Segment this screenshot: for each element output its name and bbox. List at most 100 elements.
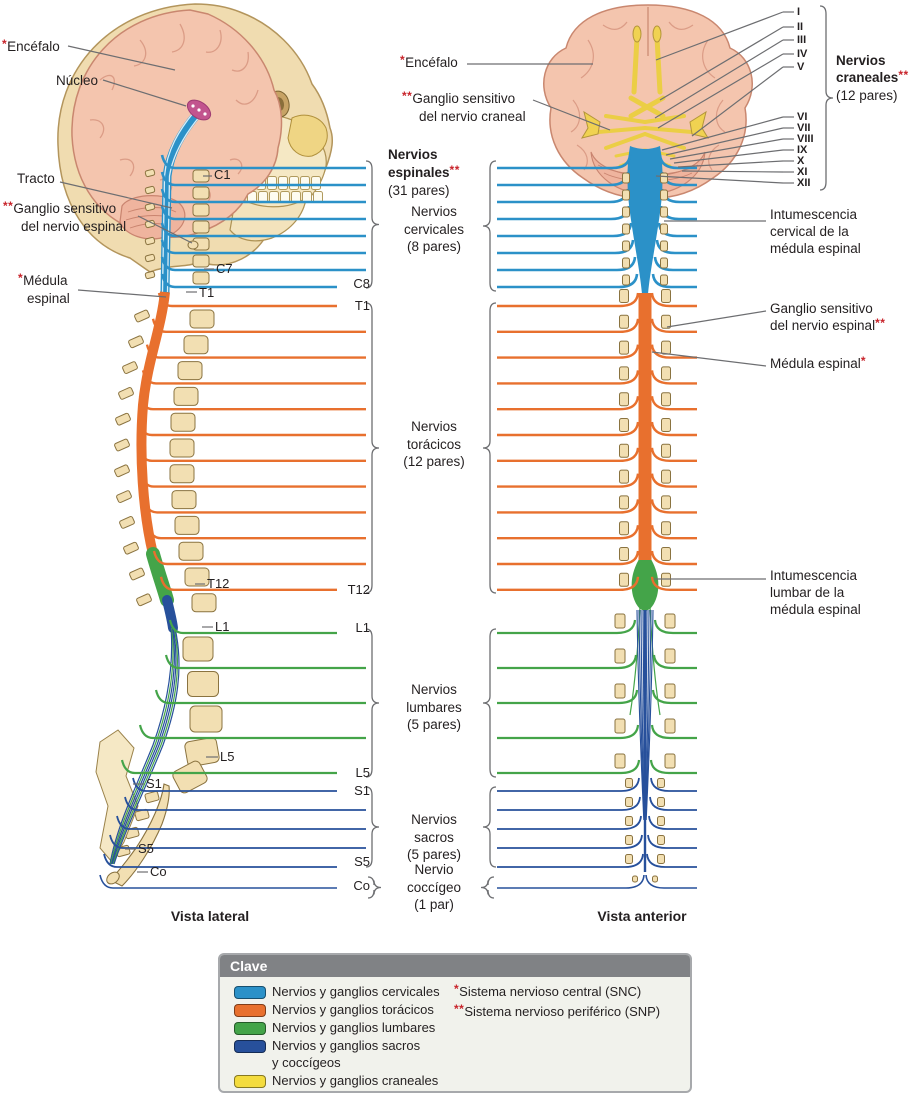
label-nervios-espinales: Nervios espinales** (31 pares) [384, 146, 488, 200]
cranial-numeral-9: IX [797, 144, 808, 156]
label-intumescencia-lumbar: Intumescencia lumbar de la médula espina… [770, 568, 861, 617]
label-line: (31 pares) [388, 183, 450, 198]
leader-lines [59, 45, 767, 580]
legend-note-snc: *Sistema nervioso central (SNC) [454, 982, 642, 999]
cord-thoracic-anterior [638, 293, 652, 561]
legend-header: Clave [220, 955, 690, 977]
legend-item-lumbares: Nervios y ganglios lumbares [272, 1020, 436, 1035]
spinal-ganglion-lateral [187, 240, 199, 250]
cranial-numeral-2: II [797, 21, 804, 33]
legend-item-toracicos: Nervios y ganglios torácicos [272, 1002, 434, 1017]
label-line: **Ganglio sensitivo [402, 89, 516, 106]
caption-vista-anterior: Vista anterior [597, 908, 687, 924]
label-intumescencia-cervical: Intumescencia cervical de la médula espi… [770, 207, 861, 256]
lumbar-enlargement-anterior [631, 560, 659, 611]
label-ganglio-craneal: **Ganglio sensitivo del nervio craneal [402, 89, 526, 125]
label-encefalo-anterior: *Encéfalo [400, 53, 458, 70]
level-l1: L1 [215, 619, 230, 634]
mid-level-c8: C8 [353, 276, 370, 291]
legend-note-snp: **Sistema nervioso periférico (SNP) [454, 1002, 661, 1019]
label-tracto: Tracto [17, 170, 55, 187]
mid-level-s5: S5 [354, 854, 370, 869]
caption-vista-lateral: Vista lateral [170, 908, 250, 924]
cranial-numeral-1: I [797, 6, 801, 18]
label-text: Encéfalo [7, 39, 60, 54]
mid-level-l1: L1 [355, 620, 370, 635]
label-line: espinales** [388, 162, 460, 180]
label-line: **Ganglio sensitivo [3, 199, 117, 216]
label-line: *Médula [18, 271, 68, 288]
snp-asterisks: ** [449, 162, 460, 177]
cranial-numeral-leaders [654, 11, 794, 184]
cranial-numeral-5: V [797, 61, 805, 73]
label-text: Núcleo [56, 73, 99, 88]
label-encefalo-lateral: *Encéfalo [2, 37, 60, 56]
brain-gyri [570, 21, 726, 171]
cranial-numeral-6: VI [797, 111, 808, 123]
swatch-lumbares [234, 1022, 266, 1035]
snp-asterisks: ** [875, 316, 886, 330]
coccyx [106, 871, 120, 885]
label-line: del nervio espinal** [770, 316, 886, 333]
cranial-numeral-3: III [797, 34, 807, 46]
lateral-nerve-lines [99, 154, 366, 889]
level-s1: S1 [146, 776, 162, 791]
mid-level-t1: T1 [354, 298, 370, 313]
level-l5: L5 [220, 749, 235, 764]
legend-item-cervicales: Nervios y ganglios cervicales [272, 984, 440, 999]
level-dashes [125, 175, 218, 873]
label-line: espinal [27, 291, 70, 306]
level-s5: S5 [138, 841, 154, 856]
swatch-sacros [234, 1040, 266, 1053]
mid-level-l5: L5 [355, 765, 370, 780]
label-line: del nervio espinal [21, 219, 127, 234]
level-t1: T1 [199, 285, 215, 300]
label-line: craneales** [836, 68, 909, 85]
cranial-numeral-10: X [797, 155, 805, 167]
snp-asterisks: ** [3, 199, 14, 213]
mid-level-co: Co [353, 878, 370, 893]
level-t12: T12 [207, 576, 230, 591]
cervical-enlargement [627, 146, 663, 294]
level-co: Co [150, 864, 167, 879]
legend-item-craneales: Nervios y ganglios craneales [272, 1073, 439, 1088]
legend-box: Clave Nervios y ganglios cervicales Nerv… [218, 953, 692, 1093]
snc-asterisk: * [454, 982, 460, 996]
label-line: Nervios [388, 147, 438, 162]
cranial-numeral-12: XII [797, 177, 811, 189]
label-text: Tracto [17, 171, 55, 186]
spinal-ganglia [614, 172, 676, 883]
label-medula-lateral: *Médula espinal [18, 271, 70, 307]
swatch-toracicos [234, 1004, 266, 1017]
swatch-cervicales [234, 986, 266, 999]
cranial-numeral-4: IV [797, 48, 808, 60]
label-medula-anterior: Médula espinal* [770, 354, 866, 371]
cord-cervical [160, 109, 202, 297]
snc-asterisk: * [2, 37, 8, 51]
cranial-numeral-8: VIII [797, 133, 814, 145]
mid-level-s1: S1 [354, 783, 370, 798]
legend-item-sacros-line2: y coccígeos [272, 1055, 341, 1070]
zygomatic [287, 114, 328, 157]
snc-asterisk: * [400, 53, 406, 67]
anterior-spinal-cord [627, 146, 663, 716]
label-nucleo: Núcleo [56, 72, 98, 89]
label-nervios-craneales: Nervios craneales** (12 pares) [836, 53, 909, 103]
lateral-vertebrae [114, 168, 223, 858]
snc-asterisk: * [18, 271, 24, 285]
legend-item-sacros: Nervios y ganglios sacros [272, 1038, 421, 1053]
mid-level-t12: T12 [347, 582, 370, 597]
level-c1: C1 [214, 167, 231, 182]
label-line: del nervio craneal [419, 109, 526, 124]
snp-asterisks: ** [898, 68, 909, 82]
snp-asterisks: ** [454, 1002, 465, 1016]
label-ganglio-espinal-lateral: **Ganglio sensitivo del nervio espinal [3, 199, 127, 235]
snc-asterisk: * [860, 354, 866, 368]
